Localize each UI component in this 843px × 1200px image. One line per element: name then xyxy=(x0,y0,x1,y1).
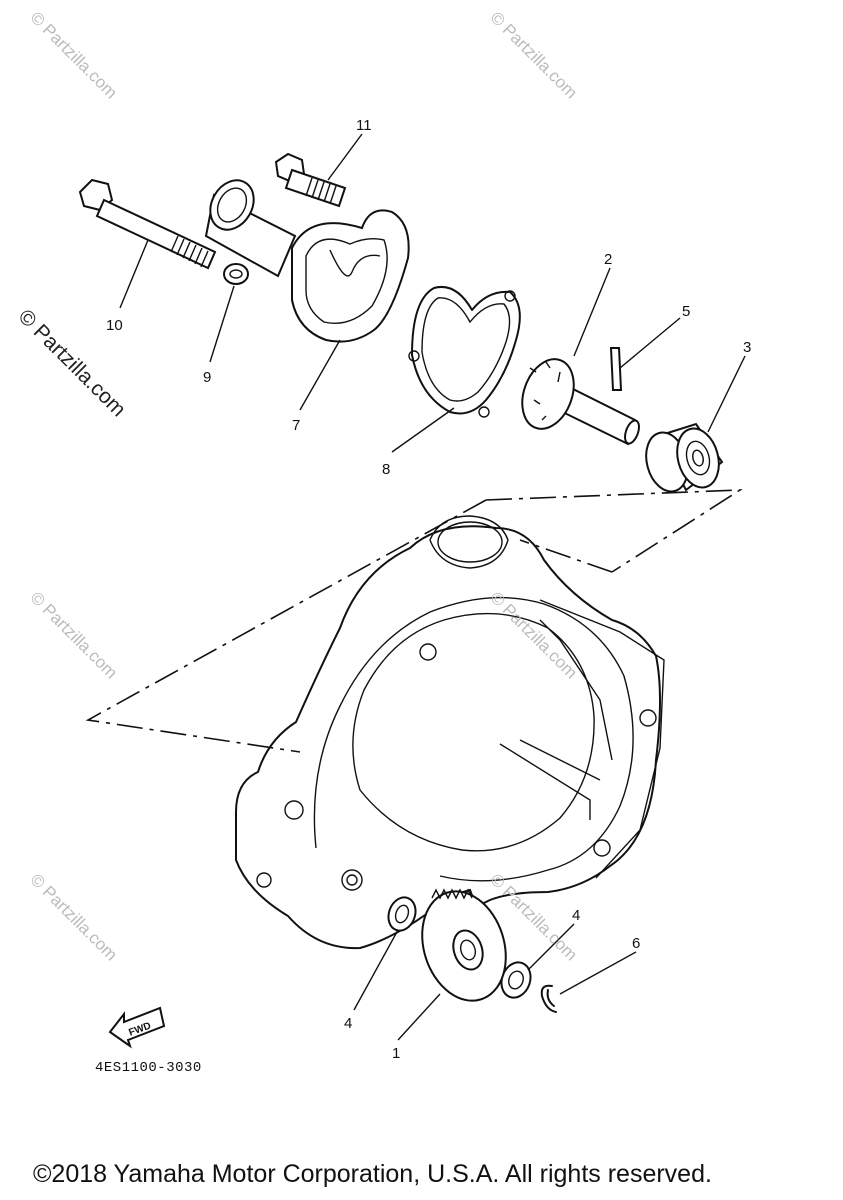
callout-7: 7 xyxy=(292,417,300,434)
callout-10: 10 xyxy=(106,317,123,334)
reference-lines xyxy=(85,489,743,753)
housing-cover-7[interactable] xyxy=(291,209,410,343)
gasket-8[interactable] xyxy=(408,286,521,418)
bolt-10[interactable] xyxy=(78,178,217,270)
callout-1: 1 xyxy=(392,1045,400,1062)
copyright-notice: ©2018 Yamaha Motor Corporation, U.S.A. A… xyxy=(33,1160,712,1188)
circlip-6[interactable] xyxy=(540,984,557,1013)
leader-lines xyxy=(119,133,746,1041)
washer-9[interactable] xyxy=(223,263,249,285)
bearing-3[interactable] xyxy=(640,422,725,496)
callout-8: 8 xyxy=(382,461,390,478)
bolt-11[interactable] xyxy=(274,152,347,208)
callout-6: 6 xyxy=(632,935,640,952)
callout-2: 2 xyxy=(604,251,612,268)
callout-labels: 11 2 5 3 10 9 7 8 4 6 4 1 xyxy=(106,117,751,1062)
pipe xyxy=(204,179,297,278)
washer-4-left[interactable] xyxy=(384,894,420,935)
impeller-shaft-2[interactable] xyxy=(513,352,642,446)
pin-5[interactable] xyxy=(609,347,623,391)
drawing-code: 4ES1100-3030 xyxy=(95,1060,202,1076)
gear-1[interactable] xyxy=(409,880,520,1011)
crankcase-cover xyxy=(235,515,665,950)
callout-5: 5 xyxy=(682,303,690,320)
callout-9: 9 xyxy=(203,369,211,386)
callout-4-left: 4 xyxy=(344,1015,352,1032)
callout-4-right: 4 xyxy=(572,907,580,924)
callout-11: 11 xyxy=(356,117,372,134)
fwd-arrow-icon: FWD xyxy=(108,1006,166,1049)
callout-3: 3 xyxy=(743,339,751,356)
